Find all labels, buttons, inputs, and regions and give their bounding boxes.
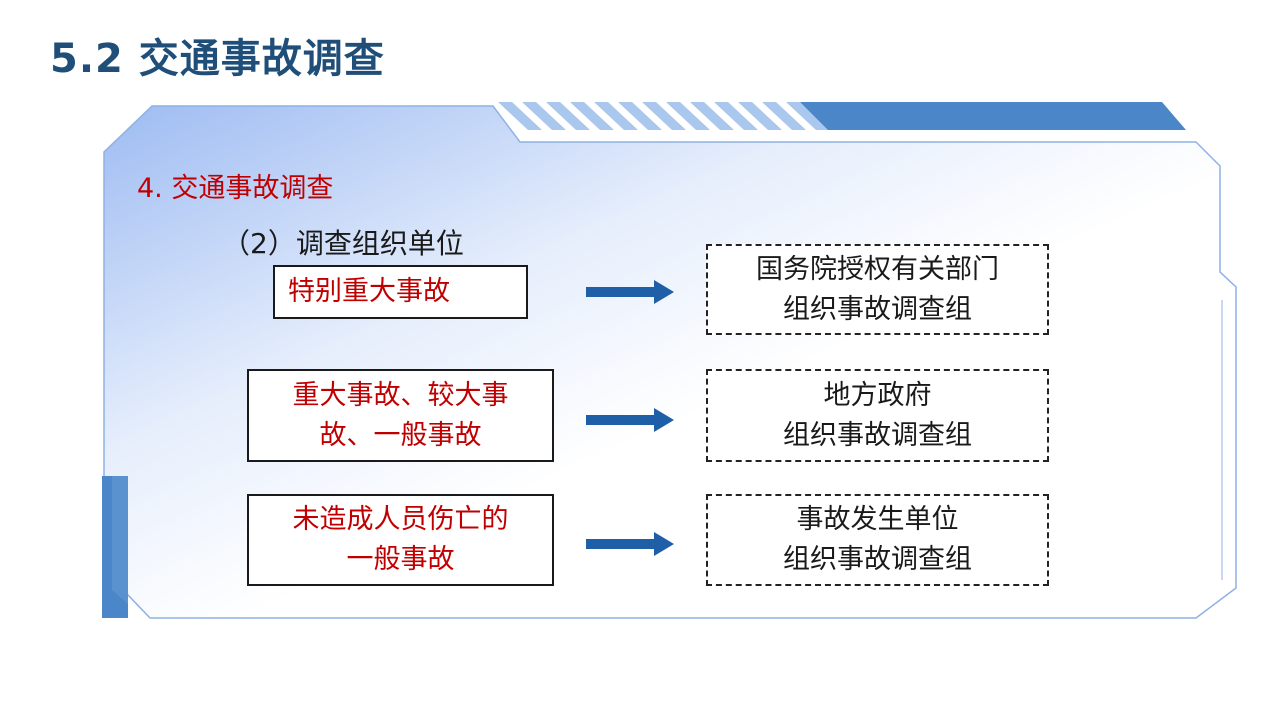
page-title: 5.2 交通事故调查 xyxy=(50,36,385,82)
target-line-1: 事故发生单位 xyxy=(796,504,959,535)
source-box-no-casualty: 未造成人员伤亡的 一般事故 xyxy=(247,494,554,586)
target-box-local-government: 地方政府 组织事故调查组 xyxy=(706,369,1049,462)
top-stripes-decoration xyxy=(498,102,830,130)
source-line-2: 一般事故 xyxy=(346,544,455,575)
source-box-special-major: 特别重大事故 xyxy=(273,265,528,319)
right-arrow-icon xyxy=(586,280,674,304)
right-arrow-icon xyxy=(586,532,674,556)
target-line-2: 组织事故调查组 xyxy=(783,293,972,325)
right-arrow-icon xyxy=(586,408,674,432)
target-box-state-council: 国务院授权有关部门 组织事故调查组 xyxy=(706,244,1049,335)
target-line-2: 组织事故调查组 xyxy=(783,544,972,575)
target-box-accident-unit: 事故发生单位 组织事故调查组 xyxy=(706,494,1049,586)
source-label: 特别重大事故 xyxy=(288,276,450,307)
target-line-2: 组织事故调查组 xyxy=(783,419,972,451)
target-line-1: 地方政府 xyxy=(823,379,932,411)
top-accent-bar xyxy=(800,102,1186,130)
left-accent-inner xyxy=(112,476,128,604)
source-line-2: 故、一般事故 xyxy=(319,419,482,451)
section-heading: 4. 交通事故调查 xyxy=(137,173,334,204)
sub-heading: （2）调查组织单位 xyxy=(222,227,464,260)
source-box-major-general: 重大事故、较大事 故、一般事故 xyxy=(247,369,554,462)
source-line-1: 未造成人员伤亡的 xyxy=(292,504,509,535)
target-line-1: 国务院授权有关部门 xyxy=(756,253,999,285)
source-line-1: 重大事故、较大事 xyxy=(292,379,509,411)
